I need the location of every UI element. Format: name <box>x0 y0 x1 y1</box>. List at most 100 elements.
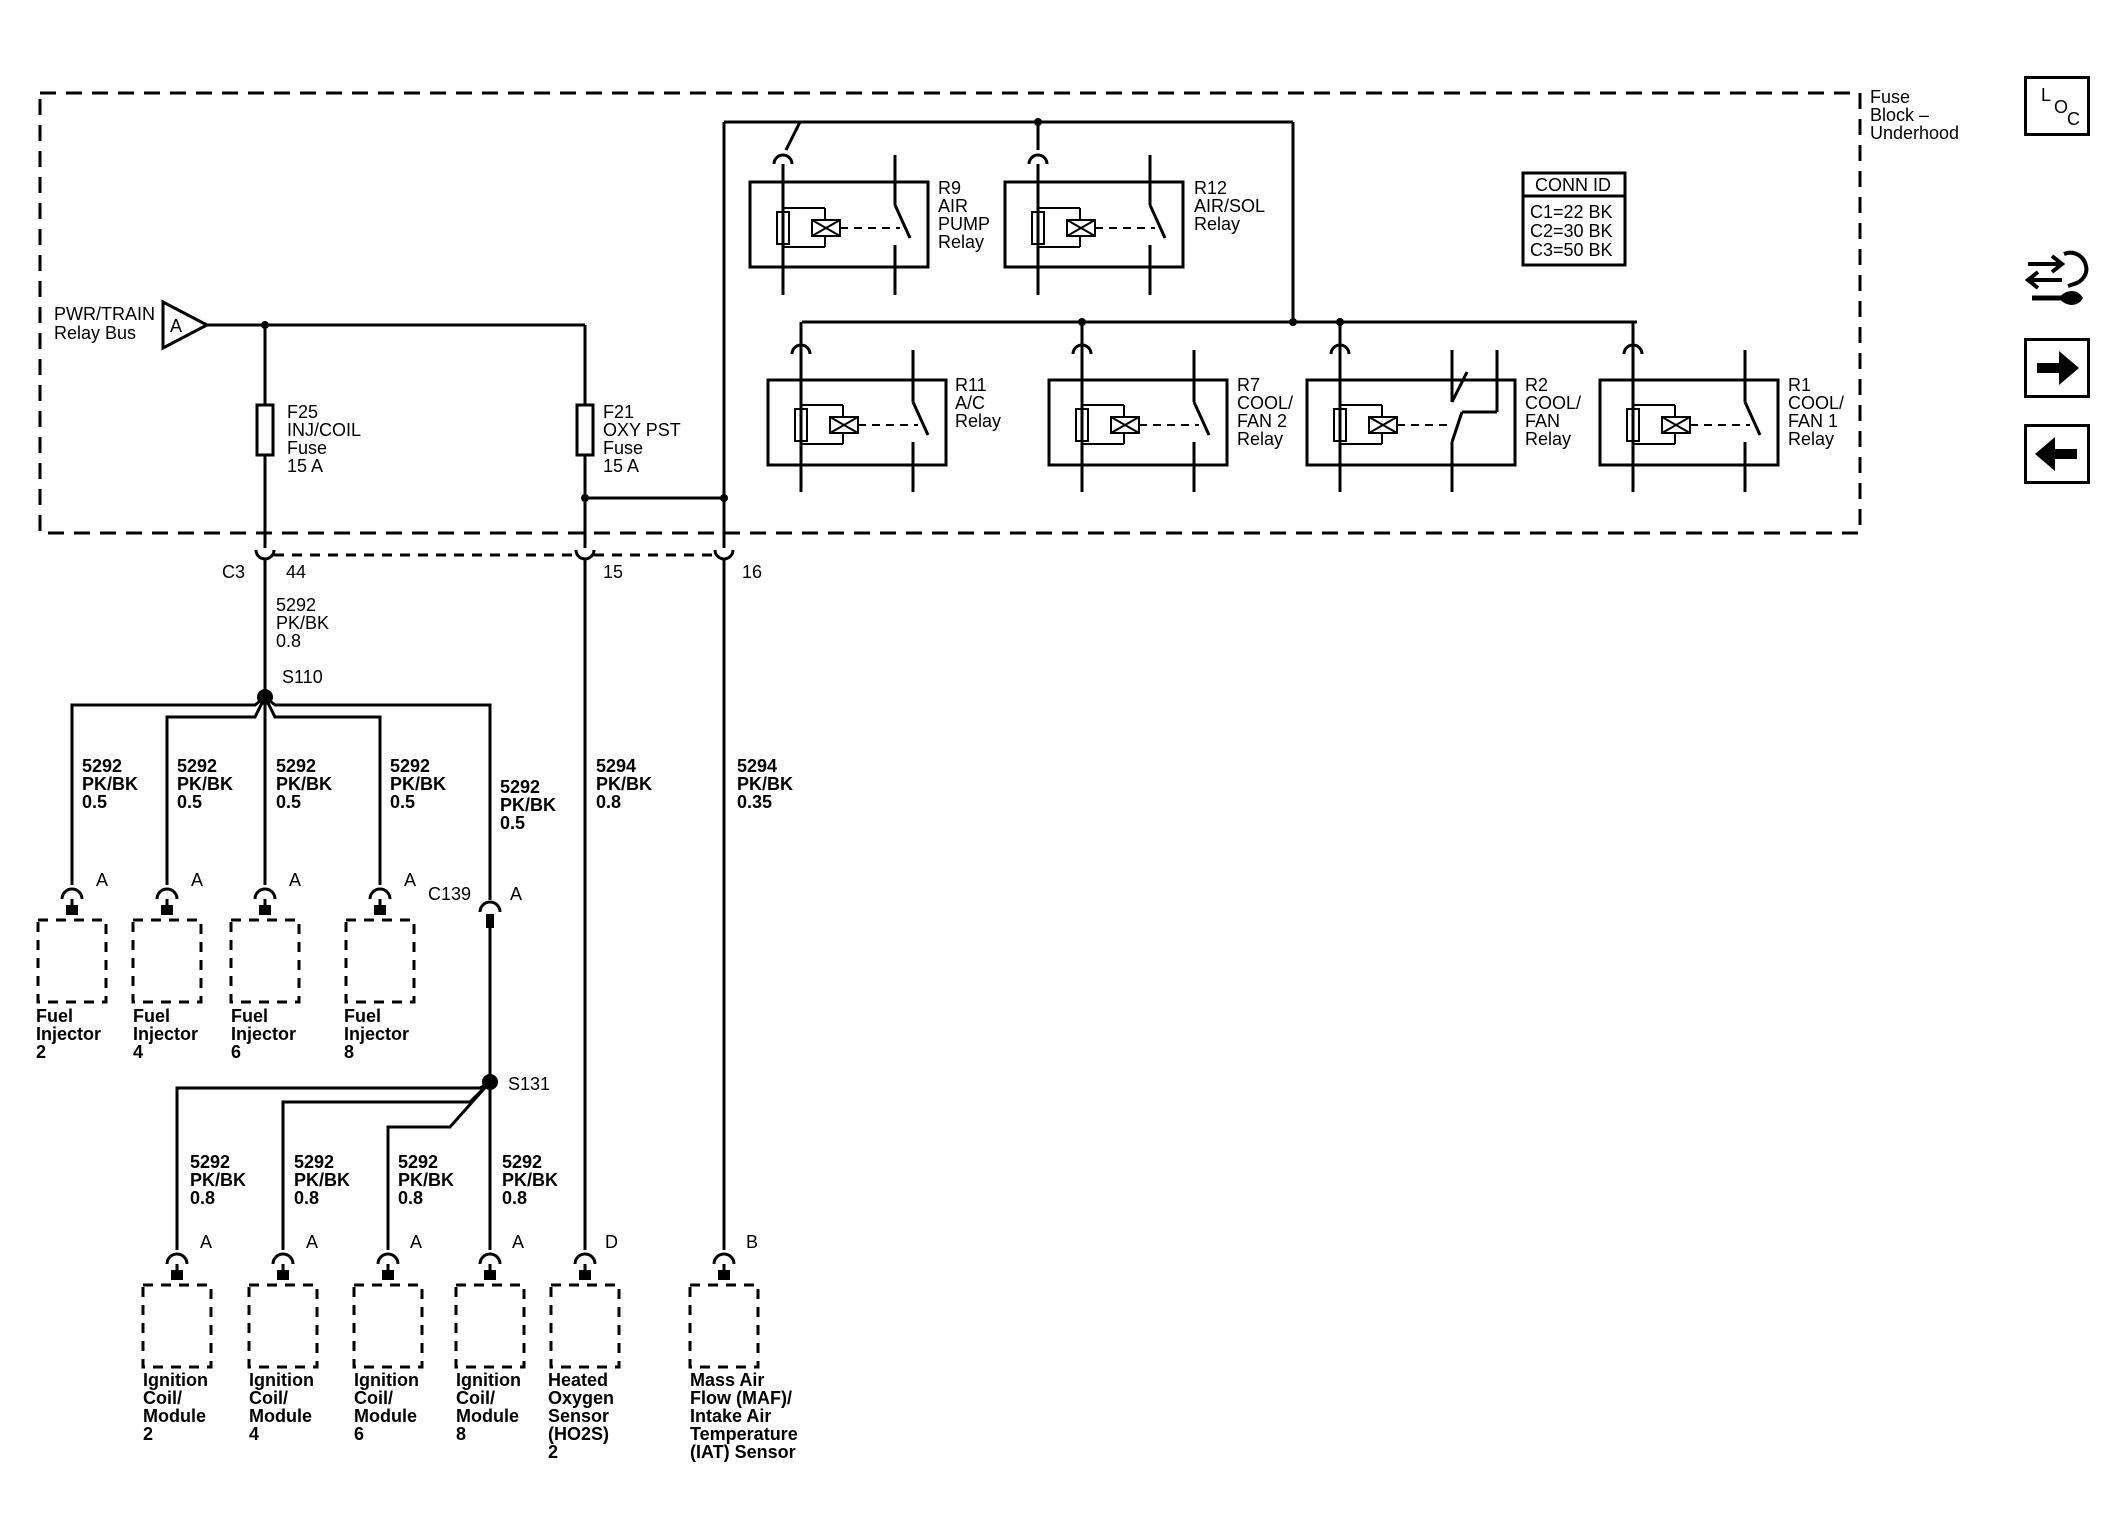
oxy-wire-size: 0.8 <box>596 792 621 812</box>
splice-s131-label: S131 <box>508 1074 550 1094</box>
back-button[interactable] <box>2024 424 2090 484</box>
relay-r11-l2: Relay <box>955 411 1001 431</box>
location-button[interactable]: L O C <box>2024 76 2090 136</box>
wire-main-circuit: 5292 <box>276 595 316 615</box>
ignition-coil-8 <box>454 1252 526 1369</box>
ho2s-pin: D <box>605 1232 618 1252</box>
fuse-block-outline <box>38 91 1862 535</box>
wire-labels-injectors: 5292 PK/BK 0.5 5292 PK/BK 0.5 5292 PK/BK… <box>82 756 556 833</box>
ignition-coil-6-l4: 6 <box>354 1424 364 1444</box>
bus-terminal-triangle <box>161 299 211 351</box>
power-bus: PWR/TRAIN Relay Bus A <box>54 299 585 351</box>
relay-r9-id: R9 <box>938 178 961 198</box>
maf-l1: Mass Air <box>690 1370 764 1390</box>
inj2-wire-circuit: 5292 <box>82 756 122 776</box>
ignition-coil-8-l2: Coil/ <box>456 1388 495 1408</box>
maf-l3: Intake Air <box>690 1406 771 1426</box>
bus-terminal-letter: A <box>170 316 182 336</box>
inj4-wire-color: PK/BK <box>177 774 233 794</box>
oxy-wire-circuit: 5294 <box>596 756 636 776</box>
relay-r11-l1: A/C <box>955 393 985 413</box>
coil8-wire-color: PK/BK <box>502 1170 558 1190</box>
relay-r11-id: R11 <box>955 375 987 395</box>
ho2s-l4: (HO2S) <box>548 1424 609 1444</box>
inj4-wire-size: 0.5 <box>177 792 202 812</box>
fuel-injector-6 <box>229 887 301 1004</box>
relay-r9-l2: PUMP <box>938 214 990 234</box>
coil8-wire-size: 0.8 <box>502 1188 527 1208</box>
ignition-coil-2-l3: Module <box>143 1406 206 1426</box>
relay-r7-l2: FAN 2 <box>1237 411 1287 431</box>
fuse-f25-name: INJ/COIL <box>287 420 361 440</box>
conn-id-c2: C2=30 BK <box>1530 221 1613 241</box>
relay-r7-id: R7 <box>1237 375 1260 395</box>
fuse-f21-rating: 15 A <box>603 456 639 476</box>
ho2s-l5: 2 <box>548 1442 558 1462</box>
fuse-block-label-1: Fuse <box>1870 87 1910 107</box>
ho2s-l1: Heated <box>548 1370 608 1390</box>
fuse-f21: F21 OXY PST Fuse 15 A <box>575 325 681 548</box>
loc-letter-l: L <box>2041 85 2051 105</box>
relay-r1-l3: Relay <box>1788 429 1834 449</box>
ignition-coil-6-l1: Ignition <box>354 1370 419 1390</box>
relay-r7-l1: COOL/ <box>1237 393 1293 413</box>
fuse-f25-type: Fuse <box>287 438 327 458</box>
arrow-right-icon <box>2037 351 2079 385</box>
maf-iat-sensor <box>688 1252 760 1369</box>
ignition-coil-6-l3: Module <box>354 1406 417 1426</box>
coil6-wire-circuit: 5292 <box>398 1152 438 1172</box>
relay-r12-l1: AIR/SOL <box>1194 196 1265 216</box>
fuse-f21-name: OXY PST <box>603 420 681 440</box>
ignition-coil-8-l3: Module <box>456 1406 519 1426</box>
maf-l5: (IAT) Sensor <box>690 1442 796 1462</box>
relay-r9-l3: Relay <box>938 232 984 252</box>
inj6-wire-color: PK/BK <box>276 774 332 794</box>
wrench-arrows-icon[interactable] <box>2022 240 2092 320</box>
conn-id-box: CONN ID C1=22 BK C2=30 BK C3=50 BK <box>1521 171 1627 267</box>
relay-r2-id: R2 <box>1525 375 1548 395</box>
wire-main-color: PK/BK <box>276 613 329 633</box>
ignition-coil-4-l3: Module <box>249 1406 312 1426</box>
connector-c3-pin-15: 15 <box>603 562 623 582</box>
relay-r2-l2: FAN <box>1525 411 1560 431</box>
fuel-injector-4-l3: 4 <box>133 1042 143 1062</box>
connector-c139-label: C139 <box>428 884 471 904</box>
inj2-wire-color: PK/BK <box>82 774 138 794</box>
relay-r2-l1: COOL/ <box>1525 393 1581 413</box>
relay-r12 <box>1003 153 1185 295</box>
ignition-coil-6 <box>352 1252 424 1369</box>
fuel-injector-4 <box>131 887 203 1004</box>
ho2s-l2: Oxygen <box>548 1388 614 1408</box>
fuel-injector-2 <box>36 887 108 1004</box>
oxy-wire-color: PK/BK <box>596 774 652 794</box>
arrow-left-icon <box>2035 437 2077 471</box>
fuel-injector-2-l1: Fuel <box>36 1006 73 1026</box>
inj6-wire-circuit: 5292 <box>276 756 316 776</box>
power-bus-label-2: Relay Bus <box>54 323 136 343</box>
conn-id-title: CONN ID <box>1535 175 1611 195</box>
power-bus-label-1: PWR/TRAIN <box>54 304 155 324</box>
relay-r1 <box>1598 322 1780 492</box>
fuel-injector-8-l3: 8 <box>344 1042 354 1062</box>
forward-button[interactable] <box>2024 338 2090 398</box>
fuse-block-label-3: Underhood <box>1870 123 1959 143</box>
relay-r11 <box>766 322 948 492</box>
fuse-f25: F25 INJ/COIL Fuse 15 A <box>255 325 361 548</box>
fuse-block-label-2: Block – <box>1870 105 1929 125</box>
coil4-wire-size: 0.8 <box>294 1188 319 1208</box>
fuel-injector-4-pin: A <box>191 870 203 890</box>
maf-l4: Temperature <box>690 1424 798 1444</box>
inj4-wire-circuit: 5292 <box>177 756 217 776</box>
maf-wire-size: 0.35 <box>737 792 772 812</box>
c139-wire-circuit: 5292 <box>500 777 540 797</box>
conn-id-c3: C3=50 BK <box>1530 240 1613 260</box>
inj6-wire-size: 0.5 <box>276 792 301 812</box>
splice-s110-label: S110 <box>282 667 323 687</box>
ignition-coil-4-l2: Coil/ <box>249 1388 288 1408</box>
ignition-coil-8-l4: 8 <box>456 1424 466 1444</box>
fuel-injector-8-pin: A <box>404 870 416 890</box>
fuel-injector-6-pin: A <box>289 870 301 890</box>
c139-wire-size: 0.5 <box>500 813 525 833</box>
connector-c139-pin: A <box>510 884 522 904</box>
